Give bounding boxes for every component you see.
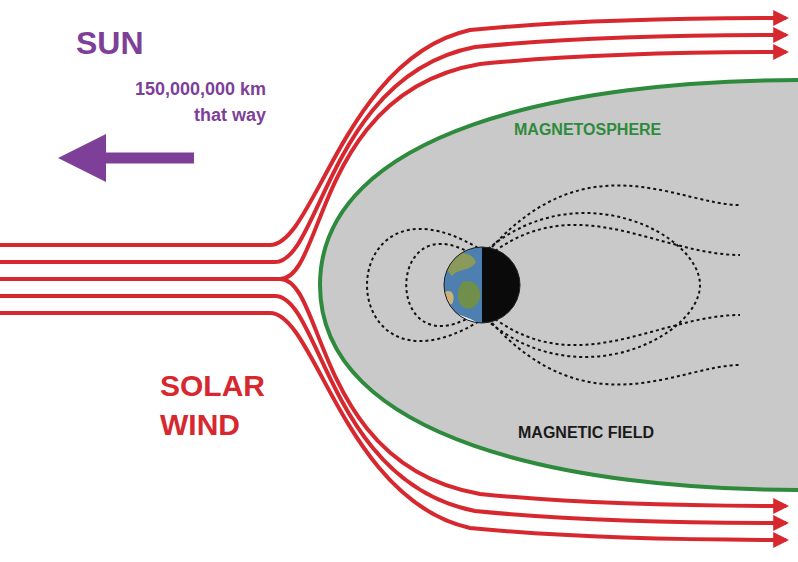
solar-wind-label: SOLAR WIND <box>160 366 290 444</box>
magnetosphere-region: MAGNETOSPHERE MAGNETIC FIELD <box>318 74 798 496</box>
field-label: MAGNETIC FIELD <box>518 424 654 442</box>
sun-label: SUN <box>76 24 144 62</box>
field-line <box>495 315 740 345</box>
earth <box>440 245 520 325</box>
field-line <box>492 185 740 247</box>
field-lines <box>367 185 740 384</box>
field-line <box>492 323 740 385</box>
region-label: MAGNETOSPHERE <box>514 121 661 139</box>
field-line <box>495 225 740 255</box>
magnetopause <box>320 80 798 490</box>
distance-note: 150,000,000 km that way <box>122 76 266 128</box>
sun-arrow <box>58 134 194 182</box>
